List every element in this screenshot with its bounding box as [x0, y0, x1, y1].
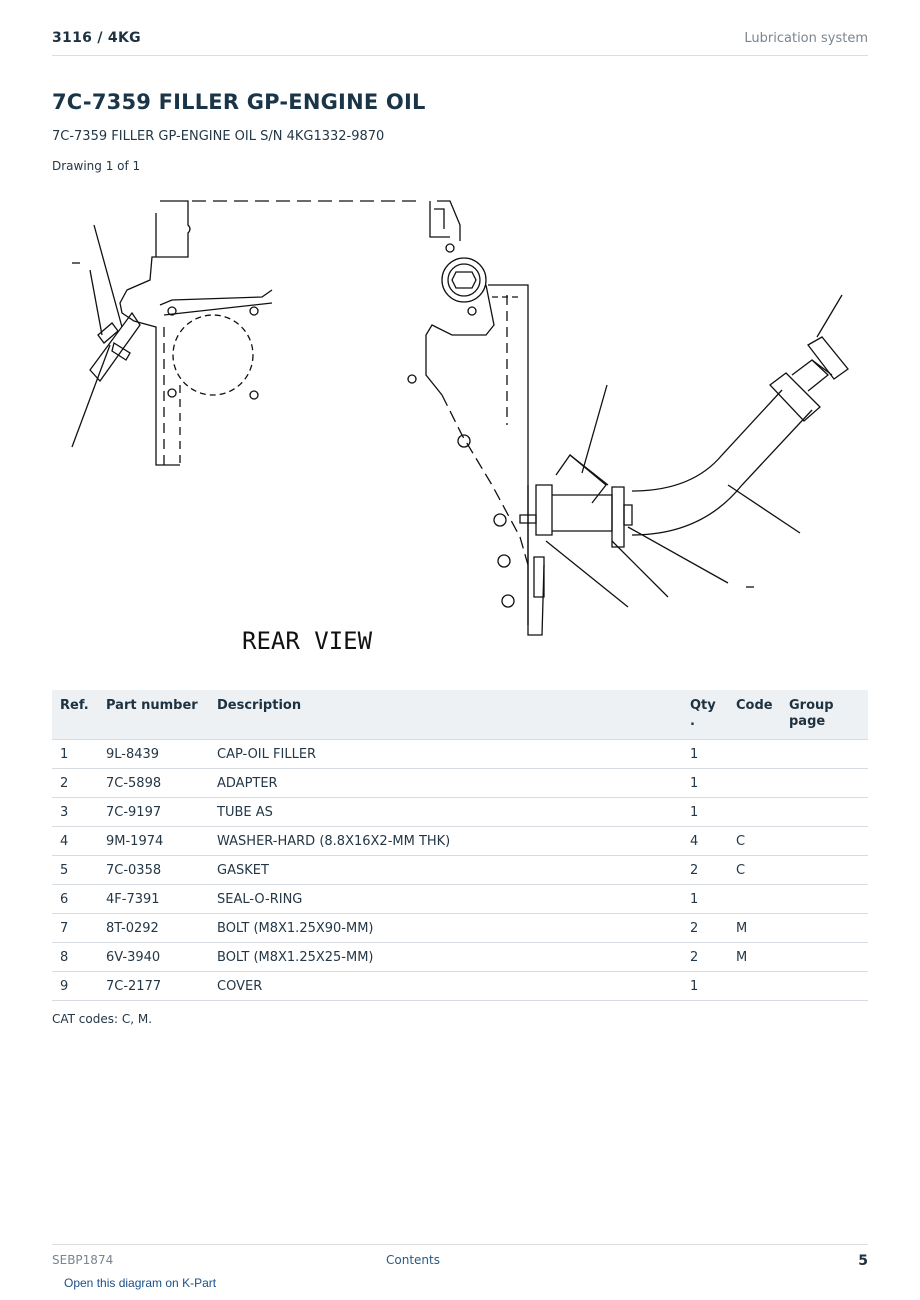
cell-code [728, 797, 781, 827]
cell-group-page [781, 942, 868, 972]
cell-qty: 2 [682, 913, 728, 943]
cell-ref: 7 [52, 913, 98, 943]
cell-part-number: 9M-1974 [98, 826, 209, 856]
cell-code [728, 884, 781, 914]
cell-part-number: 7C-2177 [98, 971, 209, 1001]
diagram-caption: REAR VIEW [242, 627, 373, 655]
cell-group-page [781, 739, 868, 769]
cell-group-page [781, 826, 868, 856]
document-id: 3116 / 4KG [52, 30, 141, 46]
header-qty: Qty . [682, 690, 728, 740]
table-row: 4 9M-1974 WASHER-HARD (8.8X16X2-MM THK) … [52, 826, 868, 856]
table-row: 5 7C-0358 GASKET 2 C [52, 855, 868, 885]
cell-part-number: 8T-0292 [98, 913, 209, 943]
page-number: 5 [858, 1253, 868, 1269]
table-row: 1 9L-8439 CAP-OIL FILLER 1 [52, 739, 868, 769]
cell-description: WASHER-HARD (8.8X16X2-MM THK) [209, 826, 682, 856]
cell-description: BOLT (M8X1.25X90-MM) [209, 913, 682, 943]
cell-description: BOLT (M8X1.25X25-MM) [209, 942, 682, 972]
page-footer: SEBP1874 Contents 5 [52, 1244, 868, 1275]
cell-description: CAP-OIL FILLER [209, 739, 682, 769]
cell-group-page [781, 797, 868, 827]
table-row: 7 8T-0292 BOLT (M8X1.25X90-MM) 2 M [52, 913, 868, 943]
cell-part-number: 7C-0358 [98, 855, 209, 885]
cell-description: ADAPTER [209, 768, 682, 798]
cell-qty: 1 [682, 768, 728, 798]
contents-link[interactable]: Contents [386, 1253, 440, 1267]
page-header: 3116 / 4KG Lubrication system [52, 28, 868, 56]
cell-ref: 1 [52, 739, 98, 769]
cell-code: M [728, 913, 781, 943]
table-row: 9 7C-2177 COVER 1 [52, 971, 868, 1001]
page-subtitle: 7C-7359 FILLER GP-ENGINE OIL S/N 4KG1332… [52, 129, 385, 144]
cell-code: C [728, 855, 781, 885]
cell-qty: 1 [682, 971, 728, 1001]
table-row: 3 7C-9197 TUBE AS 1 [52, 797, 868, 827]
cell-code [728, 739, 781, 769]
cell-description: TUBE AS [209, 797, 682, 827]
header-group-page: Group page [781, 690, 868, 740]
parts-table: Ref. Part number Description Qty . Code … [52, 690, 868, 1001]
cell-description: COVER [209, 971, 682, 1001]
cell-part-number: 7C-5898 [98, 768, 209, 798]
cell-qty: 4 [682, 826, 728, 856]
cell-qty: 2 [682, 855, 728, 885]
cell-description: GASKET [209, 855, 682, 885]
parts-table-header: Ref. Part number Description Qty . Code … [52, 690, 868, 740]
header-part-number: Part number [98, 690, 209, 740]
cell-ref: 6 [52, 884, 98, 914]
drawing-label: Drawing 1 of 1 [52, 159, 141, 173]
cell-qty: 1 [682, 797, 728, 827]
header-code: Code [728, 690, 781, 740]
table-row: 2 7C-5898 ADAPTER 1 [52, 768, 868, 798]
cell-group-page [781, 855, 868, 885]
cell-ref: 2 [52, 768, 98, 798]
cell-code: C [728, 826, 781, 856]
cell-ref: 3 [52, 797, 98, 827]
header-description: Description [209, 690, 682, 740]
cell-part-number: 9L-8439 [98, 739, 209, 769]
cell-code [728, 971, 781, 1001]
header-ref: Ref. [52, 690, 98, 740]
cell-group-page [781, 913, 868, 943]
cell-qty: 1 [682, 739, 728, 769]
cell-group-page [781, 971, 868, 1001]
cell-description: SEAL-O-RING [209, 884, 682, 914]
cell-part-number: 7C-9197 [98, 797, 209, 827]
footer-doc-code: SEBP1874 [52, 1253, 114, 1267]
table-row: 6 4F-7391 SEAL-O-RING 1 [52, 884, 868, 914]
diagram-drawing: REAR VIEW [71, 200, 849, 655]
cell-ref: 5 [52, 855, 98, 885]
cell-group-page [781, 884, 868, 914]
cell-part-number: 4F-7391 [98, 884, 209, 914]
cell-qty: 2 [682, 942, 728, 972]
section-name: Lubrication system [744, 31, 868, 46]
parts-diagram: REAR VIEW [52, 185, 868, 675]
page-title: 7C-7359 FILLER GP-ENGINE OIL [52, 90, 426, 114]
cell-part-number: 6V-3940 [98, 942, 209, 972]
table-row: 8 6V-3940 BOLT (M8X1.25X25-MM) 2 M [52, 942, 868, 972]
open-kpart-link[interactable]: Open this diagram on K-Part [64, 1276, 217, 1290]
cat-codes-note: CAT codes: C, M. [52, 1012, 153, 1026]
cell-code [728, 768, 781, 798]
cell-qty: 1 [682, 884, 728, 914]
cell-ref: 9 [52, 971, 98, 1001]
cell-ref: 8 [52, 942, 98, 972]
cell-ref: 4 [52, 826, 98, 856]
cell-group-page [781, 768, 868, 798]
cell-code: M [728, 942, 781, 972]
